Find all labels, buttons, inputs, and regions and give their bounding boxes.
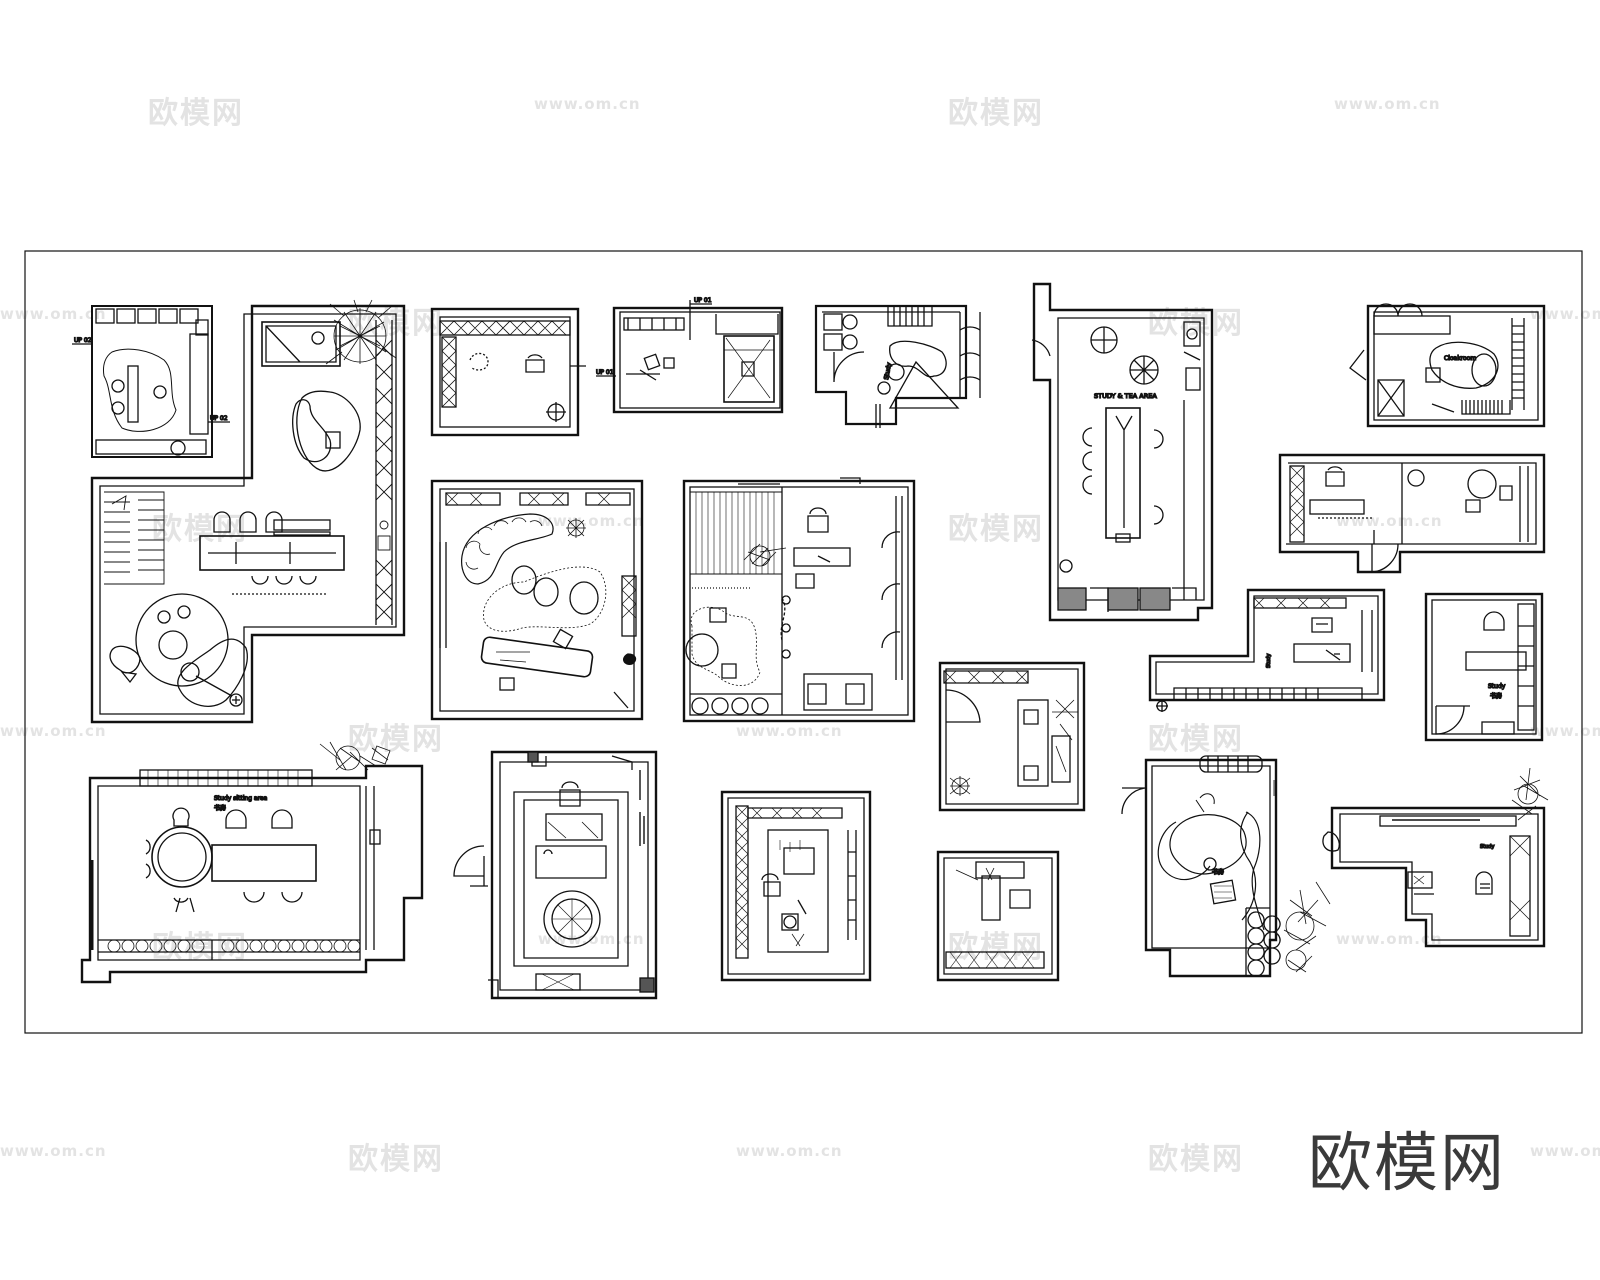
watermark-cn: 欧模网 bbox=[948, 512, 1044, 547]
label-study-cn: 书房 bbox=[1490, 692, 1502, 700]
watermark-cn: 欧模网 bbox=[348, 306, 444, 341]
plan-15 bbox=[720, 790, 872, 982]
plan-03: UP 01 UP 01 bbox=[595, 296, 784, 414]
plant-icon bbox=[949, 776, 971, 796]
label-study-sitting: Study sitting area bbox=[214, 795, 268, 802]
plan-01: UP 02 UP 02 bbox=[72, 299, 406, 724]
drawing-frame bbox=[24, 250, 1583, 1034]
plan-08 bbox=[682, 477, 916, 723]
watermark-url: www.om.cn bbox=[0, 722, 107, 740]
plant-icon bbox=[1052, 699, 1078, 741]
watermark-url: www.om.cn bbox=[1530, 1142, 1600, 1160]
plan-12: Study 书房 bbox=[1424, 592, 1544, 742]
plan-05: STUDY & TEA AREA bbox=[1031, 282, 1214, 622]
plan-09 bbox=[938, 661, 1086, 812]
plant-icon bbox=[319, 741, 391, 771]
watermark-url: www.om.cn bbox=[1336, 930, 1443, 948]
plan-18: Study bbox=[1322, 767, 1549, 948]
plan-11: Study bbox=[1148, 588, 1386, 712]
plant-icon bbox=[1511, 767, 1549, 821]
watermark-url: www.om.cn bbox=[1336, 512, 1443, 530]
plan-13: Study sitting area 书房 bbox=[80, 741, 424, 984]
chair-icon bbox=[1209, 879, 1237, 905]
label-up: UP 02 bbox=[74, 337, 92, 344]
label-cloakroom: Cloakroom bbox=[1444, 355, 1476, 362]
label-study: Study bbox=[1488, 683, 1506, 690]
watermark-url: www.om.cn bbox=[534, 95, 641, 113]
kitchen-units bbox=[375, 339, 393, 621]
plant-icon bbox=[743, 543, 787, 567]
cabinet-row bbox=[95, 308, 209, 455]
label-study-tea-area: STUDY & TEA AREA bbox=[1094, 392, 1157, 400]
watermark-url: www.om.cn bbox=[1334, 95, 1441, 113]
brand-logo: 欧模网 bbox=[1308, 1127, 1506, 1201]
watermark-cn: 欧模网 bbox=[1148, 1142, 1244, 1177]
plant-row bbox=[107, 939, 361, 953]
label-study: Study bbox=[1480, 844, 1494, 850]
watermark-url: www.om.cn bbox=[736, 1142, 843, 1160]
watermark-cn: 欧模网 bbox=[948, 930, 1044, 965]
label-up: UP 01 bbox=[596, 369, 614, 376]
plant-icon bbox=[566, 518, 586, 538]
plan-14 bbox=[453, 750, 658, 1000]
label-study: Study bbox=[1266, 654, 1272, 668]
watermark-cn: 欧模网 bbox=[148, 96, 244, 131]
label-study-cn: 书房 bbox=[214, 804, 226, 812]
plant-icon bbox=[1283, 881, 1331, 973]
watermark-url: www.om.cn bbox=[538, 512, 645, 530]
watermark-url: www.om.cn bbox=[736, 722, 843, 740]
watermark-cn: 欧模网 bbox=[1148, 306, 1244, 341]
watermark-cn: 欧模网 bbox=[948, 96, 1044, 131]
watermark-cn: 欧模网 bbox=[1148, 722, 1244, 757]
watermark-url: www.om.cn bbox=[0, 305, 107, 323]
watermark-cn: 欧模网 bbox=[348, 722, 444, 757]
plan-04: Study bbox=[814, 304, 981, 428]
watermark-url: www.om.cn bbox=[0, 1142, 107, 1160]
plan-02 bbox=[430, 307, 586, 437]
plan-10 bbox=[1278, 453, 1546, 574]
plan-07 bbox=[430, 479, 644, 721]
label-up: UP 01 bbox=[694, 297, 712, 304]
plan-06: Cloakroom bbox=[1349, 303, 1546, 428]
label-study-cn: 书房 bbox=[1212, 868, 1224, 876]
plan-16 bbox=[936, 850, 1060, 982]
label-study: Study bbox=[883, 362, 893, 381]
staircase bbox=[104, 491, 165, 585]
plan-17: 书房 bbox=[1121, 755, 1331, 978]
watermark-cn: 欧模网 bbox=[152, 930, 248, 965]
watermark-cn: 欧模网 bbox=[348, 1142, 444, 1177]
label-up: UP 02 bbox=[210, 415, 228, 422]
